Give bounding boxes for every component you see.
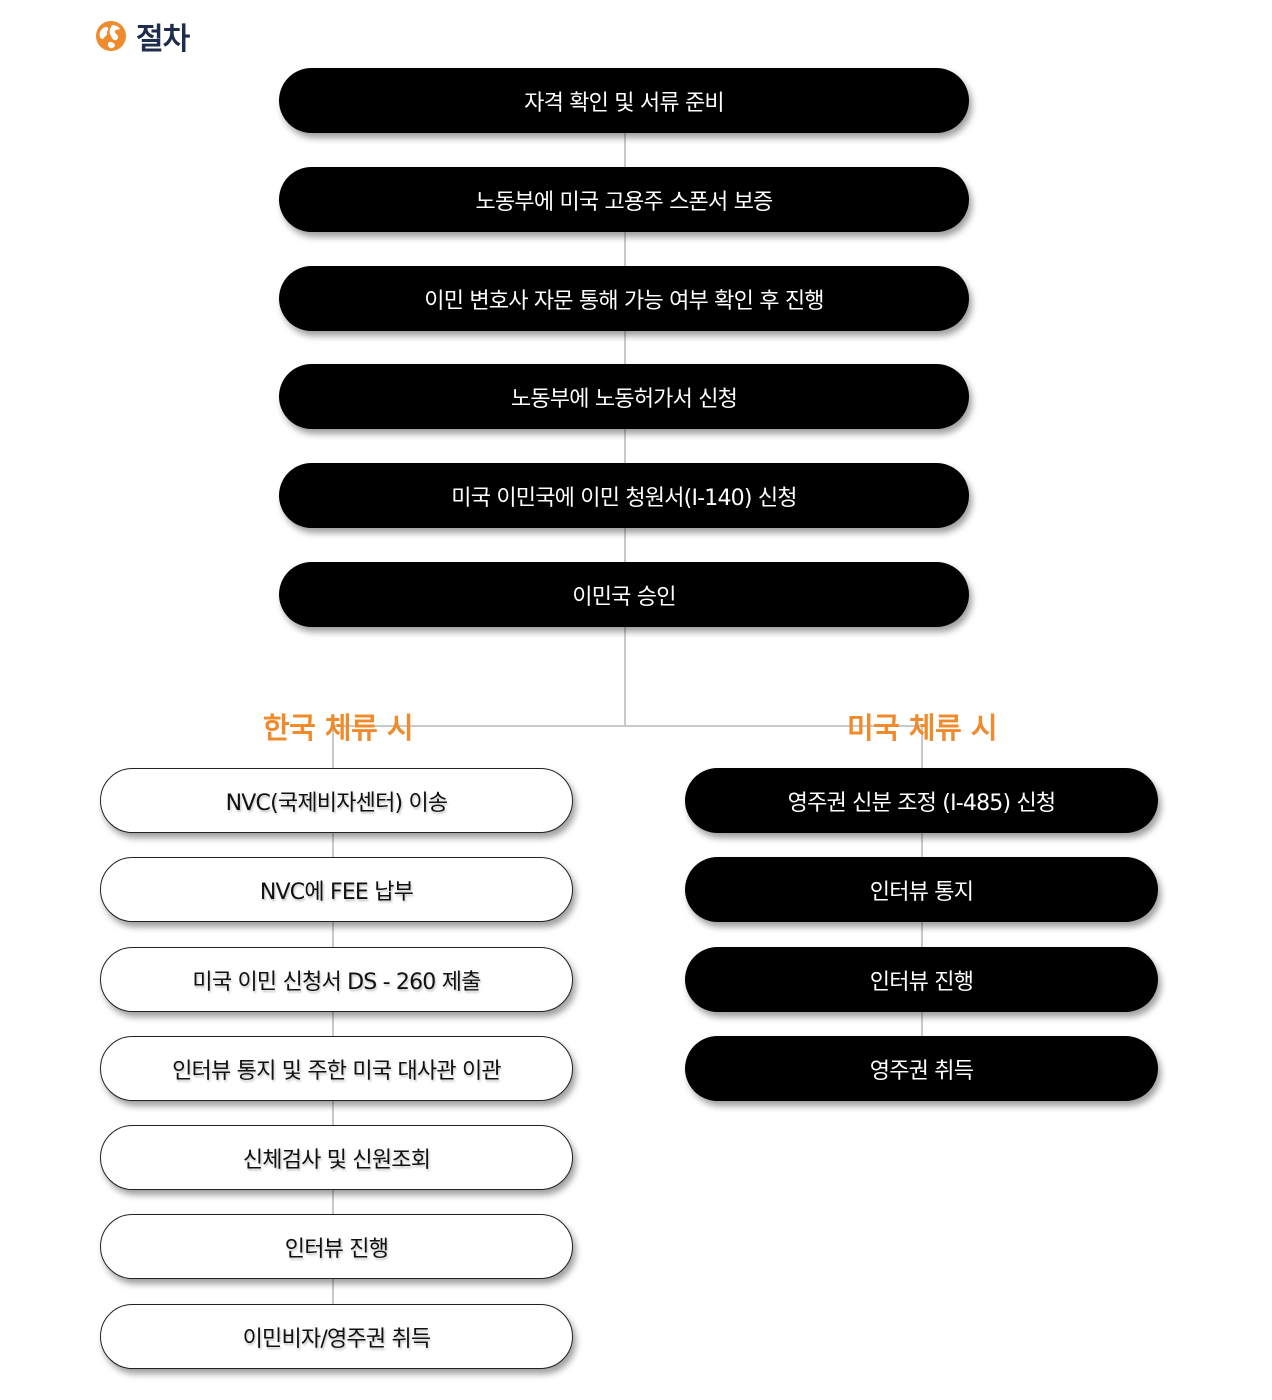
- main-step-2: 노동부에 미국 고용주 스폰서 보증: [279, 167, 969, 232]
- globe-icon: [96, 21, 126, 51]
- korea-branch-label: 한국 체류 시: [262, 711, 414, 745]
- korea-step-7: 이민비자/영주권 취득: [100, 1304, 573, 1369]
- korea-branch-connector: [332, 726, 334, 1306]
- main-step-1: 자격 확인 및 서류 준비: [279, 68, 969, 133]
- main-step-6: 이민국 승인: [279, 562, 969, 627]
- korea-step-4: 인터뷰 통지 및 주한 미국 대사관 이관: [100, 1036, 573, 1101]
- section-header: 절차: [95, 16, 190, 57]
- korea-step-5: 신체검사 및 신원조회: [100, 1125, 573, 1190]
- usa-step-3: 인터뷰 진행: [685, 947, 1158, 1012]
- usa-step-4: 영주권 취득: [685, 1036, 1158, 1101]
- korea-step-1: NVC(국제비자센터) 이송: [100, 768, 573, 833]
- main-step-3: 이민 변호사 자문 통해 가능 여부 확인 후 진행: [279, 266, 969, 331]
- main-step-4: 노동부에 노동허가서 신청: [279, 364, 969, 429]
- main-step-5: 미국 이민국에 이민 청원서(I-140) 신청: [279, 463, 969, 528]
- branch-split-connector: [332, 725, 924, 727]
- usa-branch-label: 미국 체류 시: [846, 711, 998, 745]
- usa-step-2: 인터뷰 통지: [685, 857, 1158, 922]
- korea-step-6: 인터뷰 진행: [100, 1214, 573, 1279]
- korea-step-2: NVC에 FEE 납부: [100, 857, 573, 922]
- korea-step-3: 미국 이민 신청서 DS - 260 제출: [100, 947, 573, 1012]
- page-title: 절차: [136, 22, 190, 57]
- usa-step-1: 영주권 신분 조정 (I-485) 신청: [685, 768, 1158, 833]
